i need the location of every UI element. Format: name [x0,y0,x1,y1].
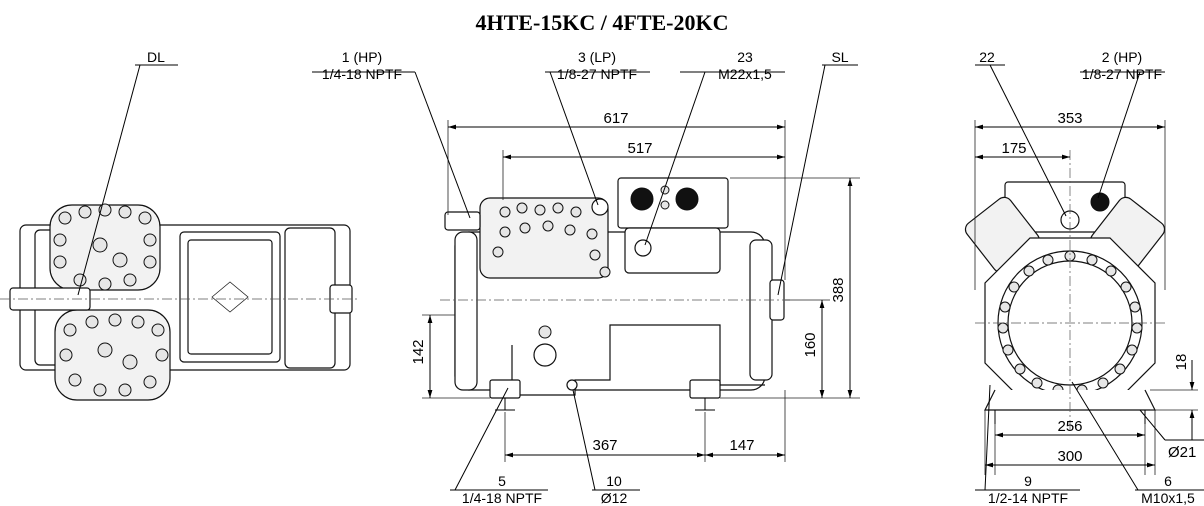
callout-9-number: 9 [1024,473,1032,489]
side-view-foot-right [689,379,721,399]
top-view-cylinder-head-lower [54,309,171,401]
callout-5-spec: 1/4-18 NPTF [462,490,542,506]
side-view-oil-sump [511,324,765,396]
top-view-motor-end [284,227,336,369]
top-view-terminal-box-lid [187,239,273,355]
side-view-cable-gland-left [630,187,654,211]
callout-9-spec: 1/2-14 NPTF [988,490,1068,506]
callout-5-number: 5 [498,473,506,489]
callout-2-number: 2 (HP) [1102,49,1142,65]
end-view: 353 175 256 300 18 Ø21 22 2 (HP) 1/8-27 … [964,49,1204,506]
top-view-head-bolts [53,203,169,397]
callout-5-leader [454,387,509,491]
callout-3-spec: 1/8-27 NPTF [557,66,637,82]
callout-23-leader [644,71,706,246]
callout-10-spec: Ø12 [601,490,628,506]
side-view-end-cover [454,231,478,391]
callout-sl-number: SL [831,49,848,65]
side-view-motor-cover [749,239,773,381]
side-view: 617 517 388 160 142 367 147 1 (HP) 1/4-1… [312,49,860,506]
side-view-terminal-box-base [624,227,721,274]
top-view: DL [0,49,360,401]
side-view-cable-gland-right [675,187,699,211]
dimension-256: 256 [1057,418,1082,435]
callout-3-number: 3 (LP) [578,49,616,65]
end-view-port-2 [1090,192,1110,212]
callout-23-spec: M22x1,5 [718,66,772,82]
dimension-21: Ø21 [1168,444,1196,461]
dimension-367: 367 [592,437,617,454]
side-view-lp-port [591,198,609,216]
callout-1-leader [414,71,471,219]
callout-6-leader [1071,381,1139,491]
callout-6-spec: M10x1,5 [1141,490,1195,506]
side-view-port-23 [634,239,652,257]
dimension-18: 18 [1173,354,1190,371]
dimension-142: 142 [410,339,427,364]
callout-9-leader [984,384,991,491]
dimension-147: 147 [729,437,754,454]
dimension-388: 388 [830,277,847,302]
drawing-title: 4HTE-15KC / 4FTE-20KC [475,10,728,35]
callout-1-number: 1 (HP) [342,49,382,65]
callout-1-spec: 1/4-18 NPTF [322,66,402,82]
callout-2-spec: 1/8-27 NPTF [1082,66,1162,82]
top-view-logo-mark [211,281,249,313]
side-view-oil-drain [566,379,578,391]
dimension-617: 617 [603,110,628,127]
callout-10-number: 10 [606,473,622,489]
dimension-517: 517 [627,140,652,157]
callout-6-number: 6 [1164,473,1172,489]
callout-2-leader [1097,71,1141,199]
side-view-foot-left [489,379,521,399]
dimension-175: 175 [1001,140,1026,157]
side-view-hp-stub [444,211,481,231]
dl-leader [77,64,141,296]
callout-10-leader [572,389,596,491]
callout-22-leader [989,64,1067,217]
side-view-head-bolts [492,202,611,278]
callout-sl-leader [777,64,826,296]
callout-22-number: 22 [979,49,995,65]
dimension-353: 353 [1057,110,1082,127]
dimension-160: 160 [802,332,819,357]
side-view-cylinder-head [479,197,609,279]
callout-23-number: 23 [737,49,753,65]
callout-dl-number: DL [147,49,165,65]
callout-3-leader [549,71,599,206]
side-view-oil-sight-glass [533,343,557,367]
dimension-300: 300 [1057,448,1082,465]
